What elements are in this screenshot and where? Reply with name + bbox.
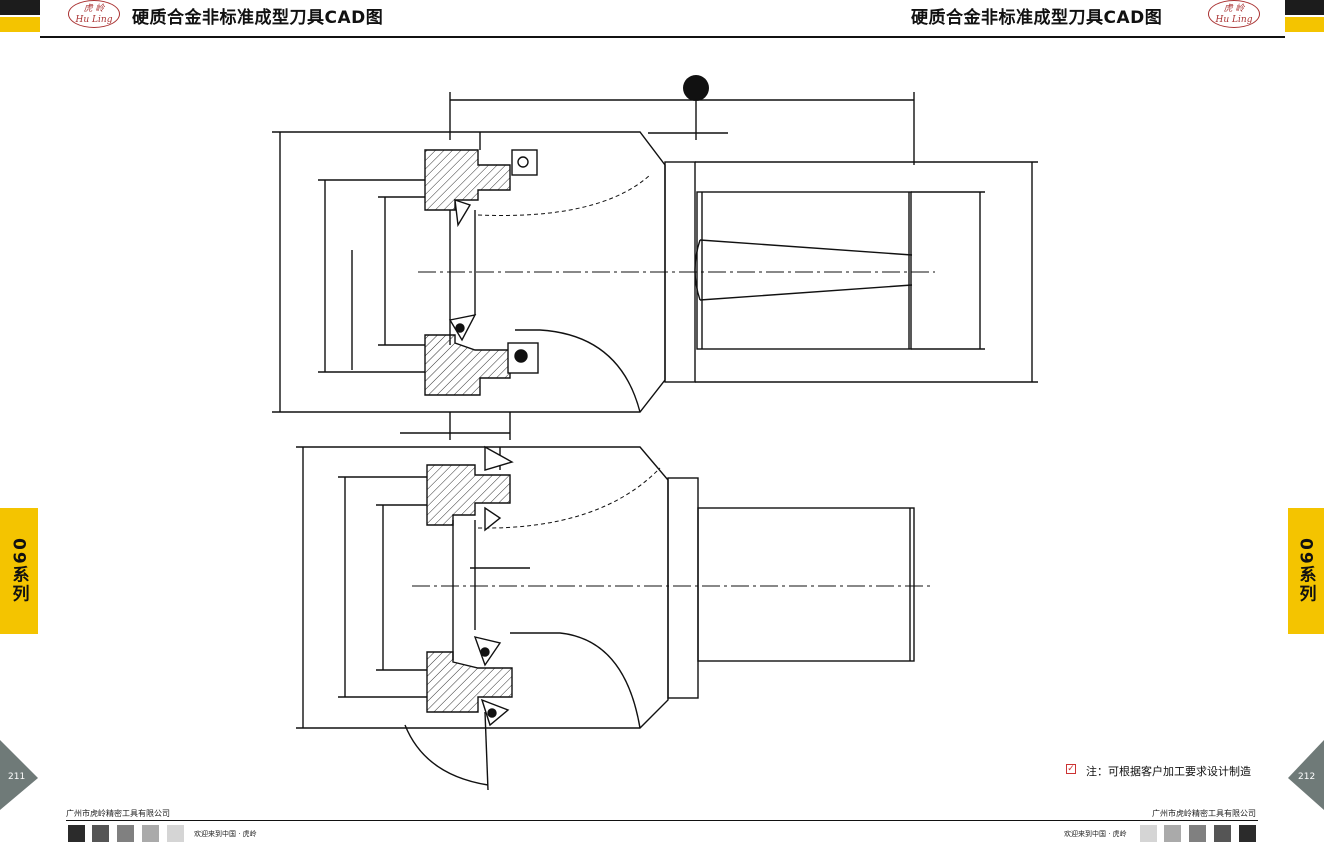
- side-tab-right-label: 09系列: [1295, 538, 1316, 604]
- side-tab-left-label: 09系列: [8, 538, 29, 604]
- swatch-right-5: [1239, 825, 1256, 842]
- page-number-right: 212: [1298, 772, 1316, 782]
- swatch-left-1: [68, 825, 85, 842]
- page-title-right: 硬质合金非标准成型刀具CAD图: [911, 8, 1163, 28]
- header-right-yellow-block: [1285, 17, 1324, 32]
- logo-right-top: 虎 岭: [1223, 4, 1245, 14]
- bottom-view: [296, 445, 930, 791]
- swatch-left-5: [167, 825, 184, 842]
- header-left-yellow-block: [0, 17, 40, 32]
- footer-rule: [66, 820, 1258, 821]
- swatch-left-2: [92, 825, 109, 842]
- logo-right: 虎 岭 Hu Ling: [1208, 0, 1260, 28]
- logo-left: 虎 岭 Hu Ling: [68, 0, 120, 28]
- corner-tab-left: [0, 740, 38, 810]
- header-rule: [40, 36, 1285, 38]
- corner-tab-right: [1288, 740, 1324, 810]
- footer-company-right: 广州市虎岭精密工具有限公司: [1152, 809, 1256, 818]
- header-right-black-block: [1285, 0, 1324, 15]
- footer-welcome-right: 欢迎来到中国 · 虎岭: [1064, 830, 1127, 838]
- page-number-left: 211: [8, 772, 26, 782]
- swatch-left-4: [142, 825, 159, 842]
- page-title-left: 硬质合金非标准成型刀具CAD图: [132, 8, 384, 28]
- design-note: 注：可根据客户加工要求设计制造: [1086, 765, 1251, 778]
- top-view: [272, 75, 1038, 440]
- side-tab-left: 09系列: [0, 508, 38, 634]
- footer-welcome-left: 欢迎来到中国 · 虎岭: [194, 830, 257, 838]
- swatch-right-2: [1164, 825, 1181, 842]
- swatch-right-4: [1214, 825, 1231, 842]
- checkbox-icon: ✓: [1066, 764, 1076, 774]
- logo-left-bottom: Hu Ling: [75, 15, 113, 25]
- logo-left-top: 虎 岭: [83, 4, 105, 14]
- swatch-left-3: [117, 825, 134, 842]
- footer-company-left: 广州市虎岭精密工具有限公司: [66, 809, 170, 818]
- swatch-right-1: [1140, 825, 1157, 842]
- header-left-black-block: [0, 0, 40, 15]
- logo-right-bottom: Hu Ling: [1215, 15, 1253, 25]
- side-tab-right: 09系列: [1288, 508, 1324, 634]
- swatch-right-3: [1189, 825, 1206, 842]
- datum-dot: [683, 75, 709, 101]
